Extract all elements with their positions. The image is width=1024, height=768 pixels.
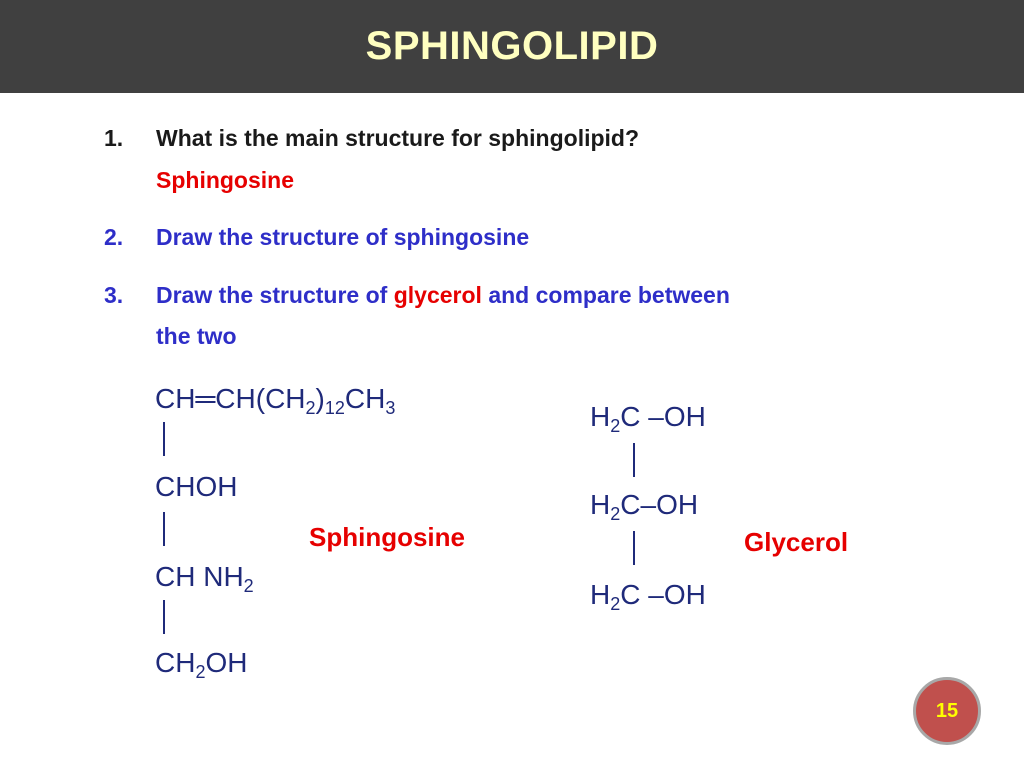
glycerol-row-1: H2C –OH (590, 401, 706, 436)
glycerol-bond-2 (633, 531, 635, 565)
sphingosine-bond-1 (163, 422, 165, 456)
sphingosine-row-4: CH2OH (155, 647, 248, 682)
page-number: 15 (935, 699, 959, 722)
question-2-number: 2. (104, 224, 124, 250)
sphingosine-bond-3 (163, 600, 165, 634)
title-bar: SPHINGOLIPID (0, 0, 1024, 93)
sphingosine-row-3: CH NH2 (155, 561, 254, 596)
glycerol-bond-1 (633, 443, 635, 477)
sphingosine-bond-2 (163, 512, 165, 546)
glycerol-label: Glycerol (744, 527, 849, 557)
glycerol-row-3: H2C –OH (590, 579, 706, 614)
question-2-text: Draw the structure of sphingosine (156, 224, 530, 250)
question-1-number: 1. (104, 125, 124, 151)
question-3-text: Draw the structure of glycerol and compa… (156, 275, 936, 315)
sphingosine-row-1: CH═CH(CH2)12CH3 (155, 383, 396, 418)
page-number-badge: 15 (913, 677, 981, 745)
slide-title: SPHINGOLIPID (365, 24, 659, 68)
question-1-answer: Sphingosine (156, 167, 294, 193)
question-3-highlight: glycerol (393, 282, 482, 308)
question-3-line2: the two (156, 323, 237, 349)
double-bond: ═ (195, 383, 216, 414)
question-3-text-before: Draw the structure of (156, 282, 394, 308)
question-3-text-after: and compare between (481, 282, 730, 308)
sphingosine-row-2: CHOH (155, 471, 238, 502)
sphingosine-label: Sphingosine (309, 522, 465, 552)
question-1-text: What is the main structure for sphingoli… (156, 125, 640, 151)
question-3-number: 3. (104, 282, 124, 308)
glycerol-row-2: H2C–OH (590, 489, 699, 524)
